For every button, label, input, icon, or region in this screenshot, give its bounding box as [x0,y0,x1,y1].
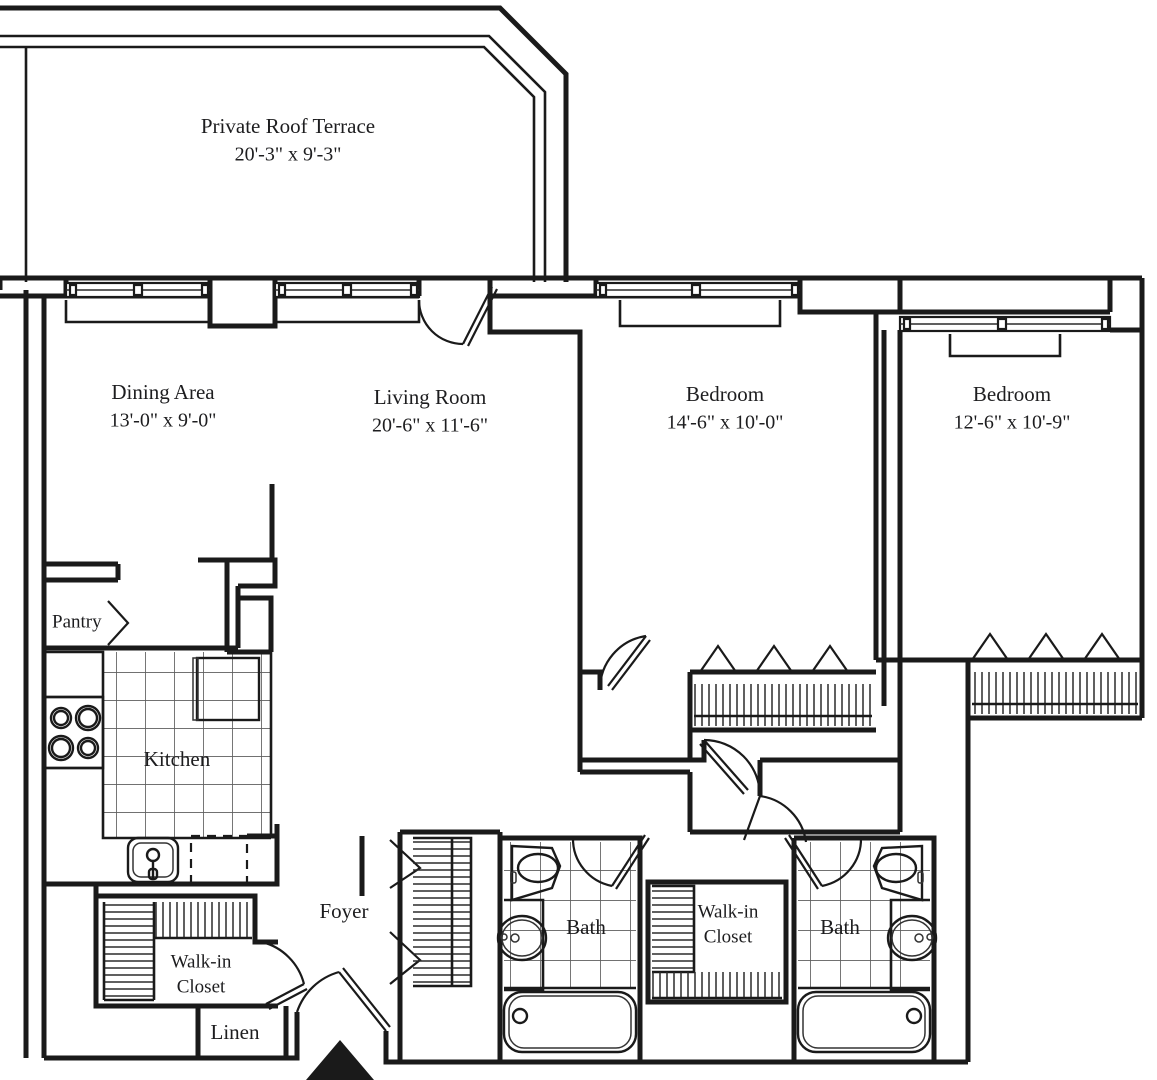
room-label-dining: Dining Area [111,380,215,404]
bedroom-2-door[interactable] [690,718,903,843]
kitchen-range-cooktop [42,695,105,770]
foyer-closet-shelving [413,836,473,988]
space-label-bath-right: Bath [820,915,860,939]
entry-direction-marker [306,1040,374,1080]
space-label-pantry: Pantry [52,611,102,632]
walkin-closet-entry [93,893,278,1058]
room-label-terrace: Private Roof Terrace [201,114,375,138]
kitchen-foyer-walls [44,824,280,896]
room-label-living: Living Room [374,385,487,409]
private-roof-terrace-outline [0,5,569,282]
misc-walls [44,657,968,1061]
closet-door-entry-walkin[interactable] [261,940,308,1010]
bath-right-vanity-sink [886,898,938,992]
bath-right-toilet [872,844,924,902]
bath-left-vanity-sink [496,898,548,992]
bath-right [791,835,937,1062]
pantry-pointer-icon [107,600,130,646]
room-label-bedroom-1: Bedroom [686,382,764,406]
room-dims-dining: 13'-0" x 9'-0" [110,410,217,432]
bath-left-toilet [510,844,562,902]
front-entry-door[interactable] [286,967,400,1065]
room-label-bedroom-2: Bedroom [973,382,1051,406]
space-label-foyer: Foyer [320,899,369,923]
window-dining [64,281,212,324]
space-labels: Pantry Kitchen Foyer Linen Bath Bath [52,611,860,1043]
bath-right-door[interactable] [784,834,863,890]
room-labels: Private Roof Terrace 20'-3" x 9'-3" Dini… [110,114,1071,437]
kitchen-refrigerator [192,656,261,722]
bedroom-1-closet-bifold-marks[interactable] [699,644,849,673]
window-bedroom-2 [898,315,1112,358]
room-dims-living: 20'-6" x 11'-6" [372,415,488,437]
bedroom-1-door[interactable] [580,634,651,691]
space-label-bath-left: Bath [566,915,606,939]
bath-left-bathtub [502,990,638,1054]
bedroom-2-closet-bifold-marks[interactable] [971,632,1121,661]
room-dims-bedroom-2: 12'-6" x 10'-9" [954,412,1071,434]
kitchen-area [44,560,274,840]
bath-right-bathtub [796,990,932,1054]
room-dims-terrace: 20'-3" x 9'-3" [235,144,342,166]
closet-labels: Walk-in Closet Walk-in Closet [171,901,759,997]
closet-label-entry-line1: Walk-in [171,951,232,972]
room-dims-bedroom-1: 14'-6" x 10'-0" [667,412,784,434]
window-bedroom-1 [594,281,802,328]
closet-label-center-line2: Closet [704,926,753,947]
closet-label-center-line1: Walk-in [698,901,759,922]
bath-left-door[interactable] [571,834,650,890]
space-label-kitchen: Kitchen [144,747,211,771]
space-label-linen: Linen [211,1020,260,1044]
hall-door-center[interactable] [577,672,762,832]
window-living-left [273,281,421,324]
interior-partitions [42,296,903,718]
foyer-hall-walls [359,829,948,1065]
walkin-closet-center [645,879,789,1005]
closet-label-entry-line2: Closet [177,976,226,997]
